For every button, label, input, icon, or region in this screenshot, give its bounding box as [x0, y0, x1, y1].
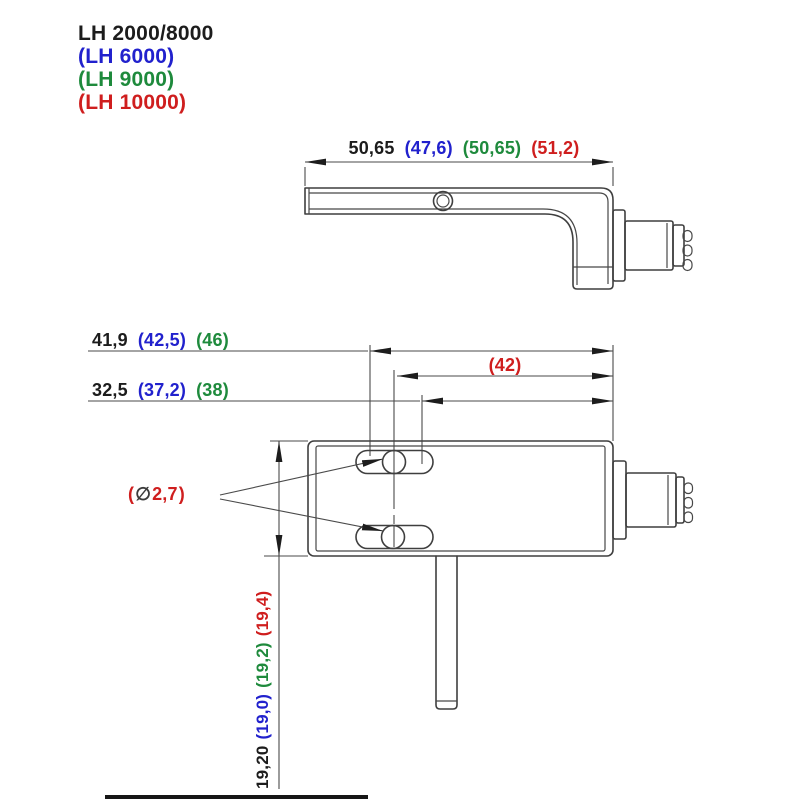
- plan-view: [307, 440, 694, 710]
- dim-value-base: 19,20: [253, 745, 272, 789]
- paren-close: ): [178, 484, 185, 504]
- dim-value-lh6000: (42,5): [137, 330, 187, 350]
- model-name-lh10000: (LH 10000): [78, 91, 187, 114]
- dim-value-lh6000: (19,0): [253, 693, 272, 740]
- mounting-slot-lower: [355, 524, 434, 550]
- dim-center-distance-label: (42): [397, 355, 613, 376]
- dim-slot-near-label: 32,5 (37,2) (38): [92, 380, 229, 401]
- finger-lift: [435, 555, 458, 710]
- dim-value-lh9000: (38): [196, 380, 229, 400]
- dim-overall-length-lines: [304, 158, 614, 186]
- dim-value-lh9000: (19,2): [253, 642, 272, 688]
- dim-slot-far-label: 41,9 (42,5) (46): [92, 330, 229, 351]
- extension-lines: [369, 345, 614, 547]
- dim-height-label: 19,20 (19,0) (19,2) (19,4): [253, 551, 279, 789]
- dim-value-lh10000: (42): [488, 355, 522, 375]
- side-view: [304, 187, 693, 290]
- dim-value-base: 50,65: [348, 138, 395, 158]
- connector-pin: [682, 229, 693, 243]
- connector-pin: [683, 482, 694, 495]
- paren-open: (: [128, 484, 135, 504]
- dim-value-lh9000: (50,65): [462, 138, 522, 158]
- connector-side: [612, 209, 693, 282]
- dim-overall-length-label: 50,65 (47,6) (50,65) (51,2): [305, 138, 623, 159]
- dim-value-lh10000: (51,2): [531, 138, 580, 158]
- dim-value-lh10000: (19,4): [253, 590, 272, 637]
- finger-hole: [432, 190, 454, 212]
- connector-pin: [682, 244, 693, 257]
- dim-hole-diameter-label: (∅2,7): [128, 484, 185, 505]
- model-name-lh9000: (LH 9000): [78, 68, 175, 91]
- connector-plan: [612, 460, 694, 540]
- dim-value-lh6000: (47,6): [404, 138, 453, 158]
- connector-pin: [683, 511, 694, 524]
- model-name-base: LH 2000/8000: [78, 22, 214, 45]
- connector-pin: [683, 496, 694, 509]
- model-name-lh6000: (LH 6000): [78, 45, 175, 68]
- diameter-icon: ∅: [135, 484, 152, 504]
- dim-height-lines: [264, 440, 308, 789]
- dim-value-lh9000: (46): [196, 330, 229, 350]
- dim-value-base: 2,7: [152, 484, 178, 504]
- dim-value-base: 41,9: [92, 330, 128, 350]
- dim-value-base: 32,5: [92, 380, 128, 400]
- dim-value-lh6000: (37,2): [137, 380, 187, 400]
- title-block: LH 2000/8000 (LH 6000) (LH 9000) (LH 100…: [78, 22, 214, 114]
- leader-lines-hole-diameter: [219, 458, 384, 532]
- connector-pin: [682, 258, 693, 272]
